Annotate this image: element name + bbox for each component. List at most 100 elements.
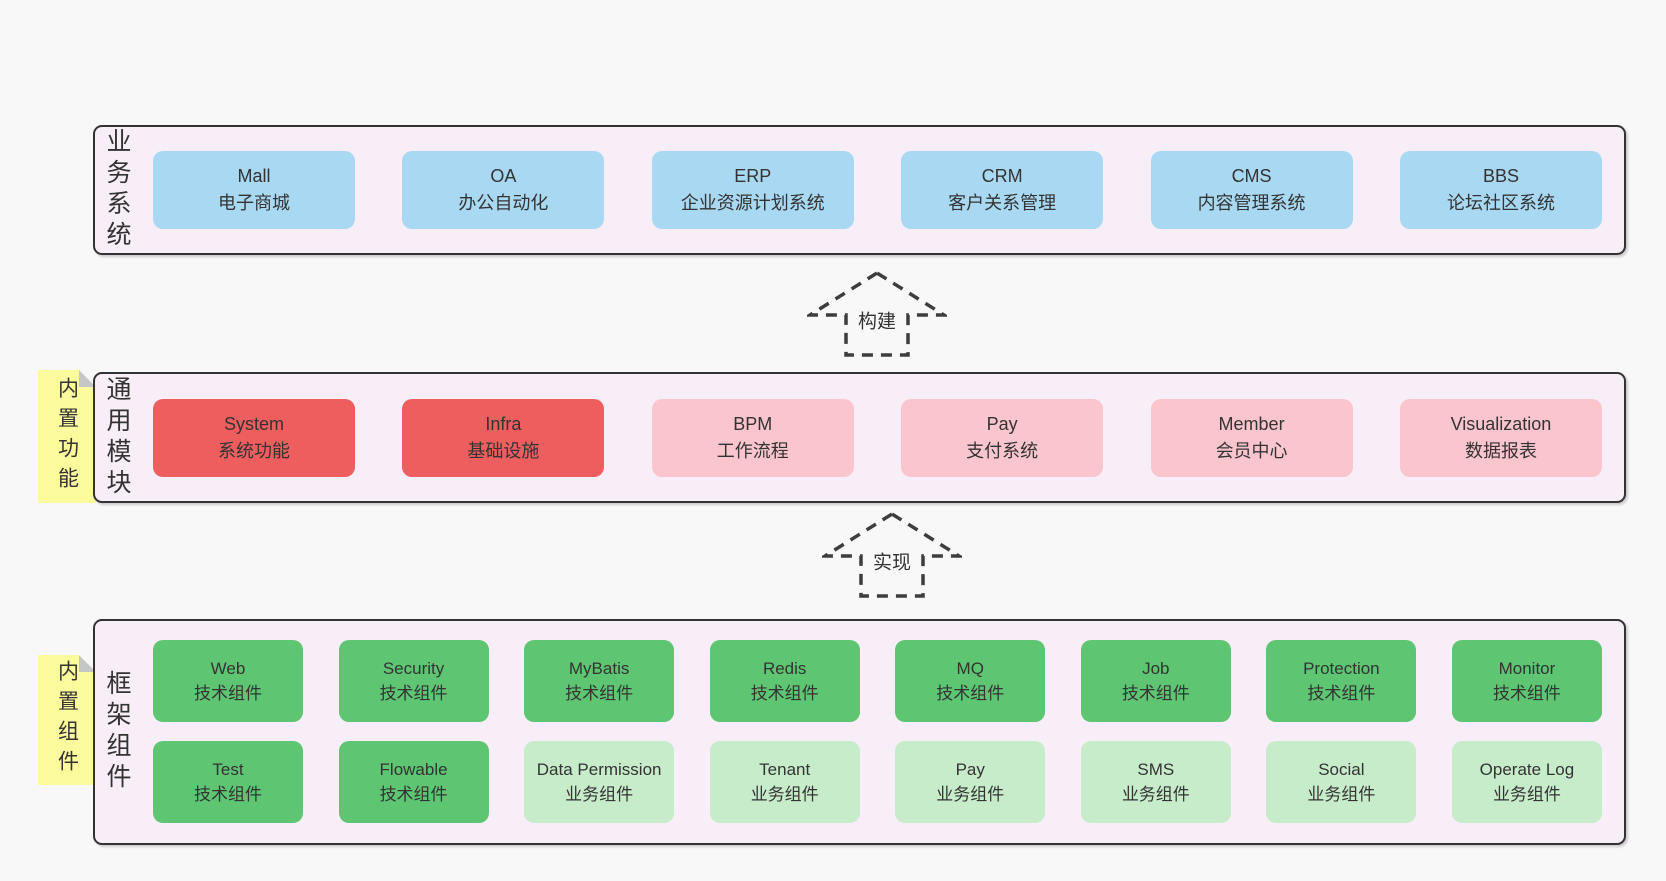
box-desc: 技术组件 xyxy=(1492,684,1561,703)
box-name: Pay xyxy=(955,759,985,779)
box-desc: 技术组件 xyxy=(936,684,1005,703)
box-desc: 技术组件 xyxy=(379,684,448,703)
box-name: Infra xyxy=(485,413,522,434)
box-name: CMS xyxy=(1231,166,1272,186)
box-infra: Infra 基础设施 xyxy=(402,398,605,477)
box-flowable: Flowable 技术组件 xyxy=(338,741,489,823)
band-label-common-modules: 通用模块 xyxy=(103,375,131,500)
box-desc: 业务组件 xyxy=(936,785,1005,804)
box-name: Job xyxy=(1142,658,1170,678)
box-web: Web 技术组件 xyxy=(153,640,303,722)
box-name: Operate Log xyxy=(1479,759,1575,779)
sticky-note-built-in-features: 内置功能 xyxy=(38,370,96,503)
box-visualization: Visualization 数据报表 xyxy=(1399,398,1602,477)
box-desc: 会员中心 xyxy=(1215,440,1288,461)
box-desc: 论坛社区系统 xyxy=(1446,193,1555,213)
box-desc: 业务组件 xyxy=(1307,785,1376,804)
box-security: Security 技术组件 xyxy=(338,640,489,722)
box-desc: 技术组件 xyxy=(194,785,262,804)
box-name: Mall xyxy=(237,166,271,186)
box-name: Redis xyxy=(762,658,807,678)
box-social: Social 业务组件 xyxy=(1266,741,1417,823)
box-desc: 数据报表 xyxy=(1464,440,1537,461)
box-desc: 企业资源计划系统 xyxy=(680,193,825,213)
arrow-build: 构建 xyxy=(807,270,947,358)
box-name: BPM xyxy=(733,413,773,434)
box-desc: 支付系统 xyxy=(966,440,1039,461)
box-name: Pay xyxy=(986,413,1018,434)
band-common-modules: 通用模块 System 系统功能 Infra 基础设施 BPM 工作流程 Pay 支付系统 Me… xyxy=(93,372,1626,503)
box-name: Visualization xyxy=(1450,413,1552,434)
box-desc: 业务组件 xyxy=(750,785,819,804)
box-desc: 业务组件 xyxy=(565,785,634,804)
box-name: Data Permission xyxy=(536,759,662,779)
box-name: Monitor xyxy=(1498,658,1556,678)
box-name: Member xyxy=(1218,413,1285,434)
box-operate-log: Operate Log 业务组件 xyxy=(1451,741,1602,823)
box-name: Protection xyxy=(1303,658,1380,678)
arrow-implement: 实现 xyxy=(822,511,962,599)
box-job: Job 技术组件 xyxy=(1080,640,1231,722)
box-protection: Protection 技术组件 xyxy=(1266,640,1417,722)
box-desc: 电子商城 xyxy=(218,193,290,213)
box-desc: 技术组件 xyxy=(1307,684,1376,703)
arrow-label: 实现 xyxy=(867,546,917,576)
box-name: Flowable xyxy=(379,759,448,779)
box-system: System 系统功能 xyxy=(153,398,355,477)
box-name: BBS xyxy=(1482,166,1519,186)
box-name: Security xyxy=(382,658,445,678)
arrow-label: 构建 xyxy=(852,305,902,335)
sticky-note-built-in-components: 内置组件 xyxy=(38,655,96,785)
box-test: Test 技术组件 xyxy=(153,741,303,823)
box-data-permission: Data Permission 业务组件 xyxy=(524,741,675,823)
box-name: Web xyxy=(210,658,246,678)
box-bpm: BPM 工作流程 xyxy=(651,398,854,477)
box-crm: CRM 客户关系管理 xyxy=(901,151,1104,229)
box-pay: Pay 支付系统 xyxy=(901,398,1104,477)
box-name: MyBatis xyxy=(568,658,630,678)
box-desc: 客户关系管理 xyxy=(948,193,1057,213)
sticky-note-label: 内置组件 xyxy=(55,660,79,780)
box-mq: MQ 技术组件 xyxy=(895,640,1046,722)
box-desc: 技术组件 xyxy=(565,684,634,703)
band-framework-components: 框架组件 Web 技术组件 Security 技术组件 MyBatis 技术组件 Redis… xyxy=(93,619,1626,845)
box-name: OA xyxy=(490,166,517,186)
box-desc: 技术组件 xyxy=(379,785,448,804)
box-erp: ERP 企业资源计划系统 xyxy=(651,151,854,229)
box-desc: 技术组件 xyxy=(194,684,262,703)
box-mall: Mall 电子商城 xyxy=(153,151,355,229)
box-desc: 内容管理系统 xyxy=(1197,193,1306,213)
box-name: ERP xyxy=(734,166,772,186)
box-sms: SMS 业务组件 xyxy=(1080,741,1231,823)
box-pay: Pay 业务组件 xyxy=(895,741,1046,823)
box-desc: 业务组件 xyxy=(1121,785,1190,804)
box-desc: 基础设施 xyxy=(467,440,540,461)
box-desc: 业务组件 xyxy=(1492,785,1561,804)
box-desc: 系统功能 xyxy=(218,440,290,461)
box-desc: 技术组件 xyxy=(1121,684,1190,703)
band-label-framework-components: 框架组件 xyxy=(103,670,131,794)
box-desc: 工作流程 xyxy=(716,440,789,461)
box-name: Test xyxy=(212,759,244,779)
box-monitor: Monitor 技术组件 xyxy=(1451,640,1602,722)
box-member: Member 会员中心 xyxy=(1150,398,1353,477)
dashed-up-arrow-icon xyxy=(822,511,962,598)
dashed-up-arrow-icon xyxy=(807,270,947,357)
box-name: SMS xyxy=(1137,759,1175,779)
box-name: MQ xyxy=(956,658,984,678)
box-bbs: BBS 论坛社区系统 xyxy=(1399,151,1602,229)
box-name: System xyxy=(223,413,284,434)
box-name: CRM xyxy=(981,166,1023,186)
sticky-note-label: 内置功能 xyxy=(55,376,79,497)
common-modules-row: System 系统功能 Infra 基础设施 BPM 工作流程 Pay 支付系统 Member 会… xyxy=(95,398,1624,477)
box-name: Social xyxy=(1318,759,1365,779)
